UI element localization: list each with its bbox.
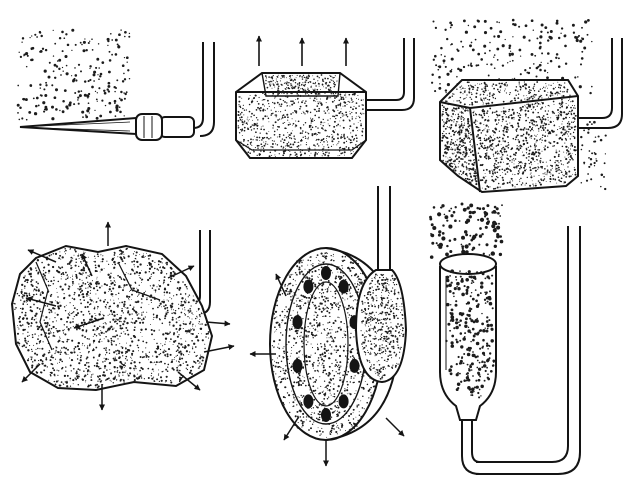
- flat-stone-diffuser-panel: [235, 35, 415, 159]
- outward-arrows: [21, 221, 235, 411]
- up-arrows: [256, 35, 349, 66]
- cube-stone-diffuser-panel: [431, 18, 623, 194]
- needle-nozzle-icon: [19, 42, 215, 141]
- glass-cylinder-icon: [439, 226, 581, 475]
- disc-texture: [271, 252, 382, 438]
- needle-diffuser-panel: [16, 28, 215, 141]
- cylinder-texture: [445, 269, 496, 399]
- outward-arrows: [249, 273, 405, 467]
- air-pipe: [570, 38, 623, 129]
- cube-texture: [441, 81, 577, 190]
- stone-texture: [237, 74, 365, 158]
- tube-diffuser-panel: [429, 202, 581, 475]
- bubble-stream: [16, 28, 131, 121]
- air-pipe: [354, 186, 408, 384]
- porous-cube-icon: [439, 79, 579, 194]
- bubble-column: [429, 202, 504, 260]
- bulb-shading: [360, 273, 405, 380]
- porous-rock-icon: [10, 244, 214, 392]
- rock-diffuser-panel: [10, 221, 235, 411]
- air-pipe: [360, 38, 415, 111]
- disc-diffuser-panel: [249, 186, 408, 467]
